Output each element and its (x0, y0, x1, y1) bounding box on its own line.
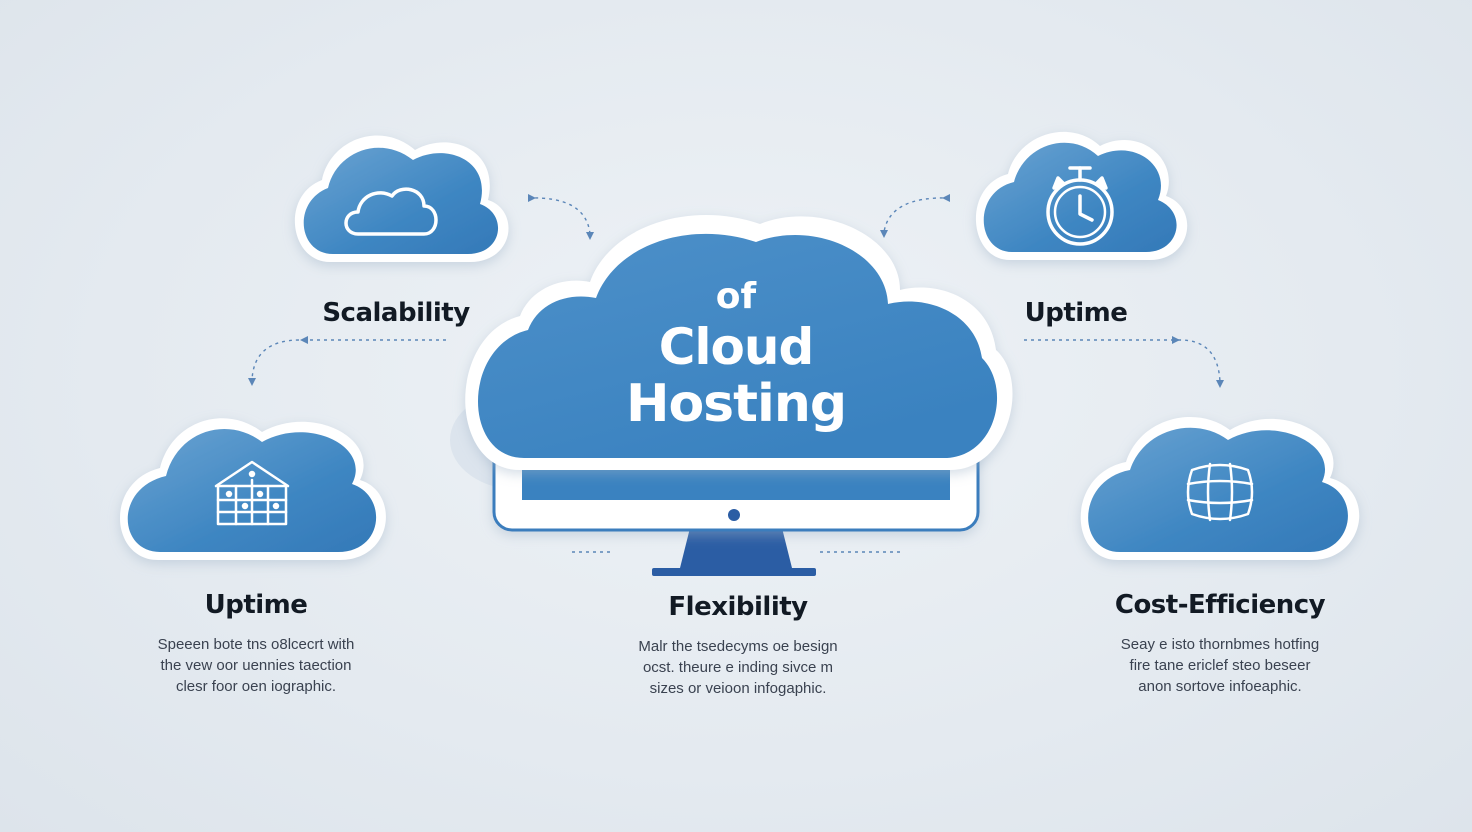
monitor-base (652, 568, 816, 576)
desc-cost-efficiency: Seay e isto thornbmes hotfing fire tane … (1070, 634, 1370, 697)
label-uptime-bottom: Uptime (204, 590, 308, 620)
connector-uptime-top (883, 197, 951, 233)
connector-left (251, 339, 446, 381)
globe-grid-icon (1186, 462, 1254, 522)
hero-title-line1: of (715, 276, 757, 317)
hero-title-line3: Hosting (625, 374, 847, 434)
label-uptime-top: Uptime (1024, 298, 1128, 328)
connector-right (1024, 339, 1221, 383)
connector-arrowheads (248, 194, 1224, 388)
cloud-icon (344, 187, 438, 236)
monitor-screen (522, 470, 950, 500)
desc-uptime-bottom: Speeen bote tns o8lcecrt with the vew oo… (106, 634, 406, 697)
desc-line: the vew oor uennies taection (160, 657, 352, 674)
connector-scalability (527, 197, 591, 235)
desc-line: anon sortove infoeaphic. (1138, 678, 1302, 695)
server-house-icon (214, 460, 290, 526)
desc-line: ocst. theure e inding sivce m (642, 659, 834, 676)
desc-line: fire tane ericlef steo beseer (1129, 657, 1311, 674)
monitor-power-dot (728, 509, 740, 521)
desc-line: sizes or veioon infogaphic. (649, 680, 827, 697)
desc-line: clesr foor oen iographic. (175, 678, 337, 695)
hero-title-line2: Cloud (658, 318, 815, 376)
desc-line: Malr the tsedecyms oe besign (638, 638, 838, 655)
label-cost-efficiency: Cost-Efficiency (1114, 590, 1326, 620)
desc-flexibility: Malr the tsedecyms oe besign ocst. theur… (588, 636, 888, 699)
cloud-cost-efficiency (1080, 416, 1360, 560)
desc-line: Speeen bote tns o8lcecrt with (157, 636, 355, 653)
cloud-scalability (294, 135, 509, 262)
label-flexibility: Flexibility (668, 592, 808, 622)
stopwatch-icon (1046, 166, 1114, 246)
label-scalability: Scalability (322, 298, 470, 328)
monitor-stand (680, 528, 792, 568)
connectors (251, 197, 1221, 553)
hero-cloud-monitor (450, 215, 1013, 576)
desc-line: Seay e isto thornbmes hotfing (1120, 636, 1320, 653)
